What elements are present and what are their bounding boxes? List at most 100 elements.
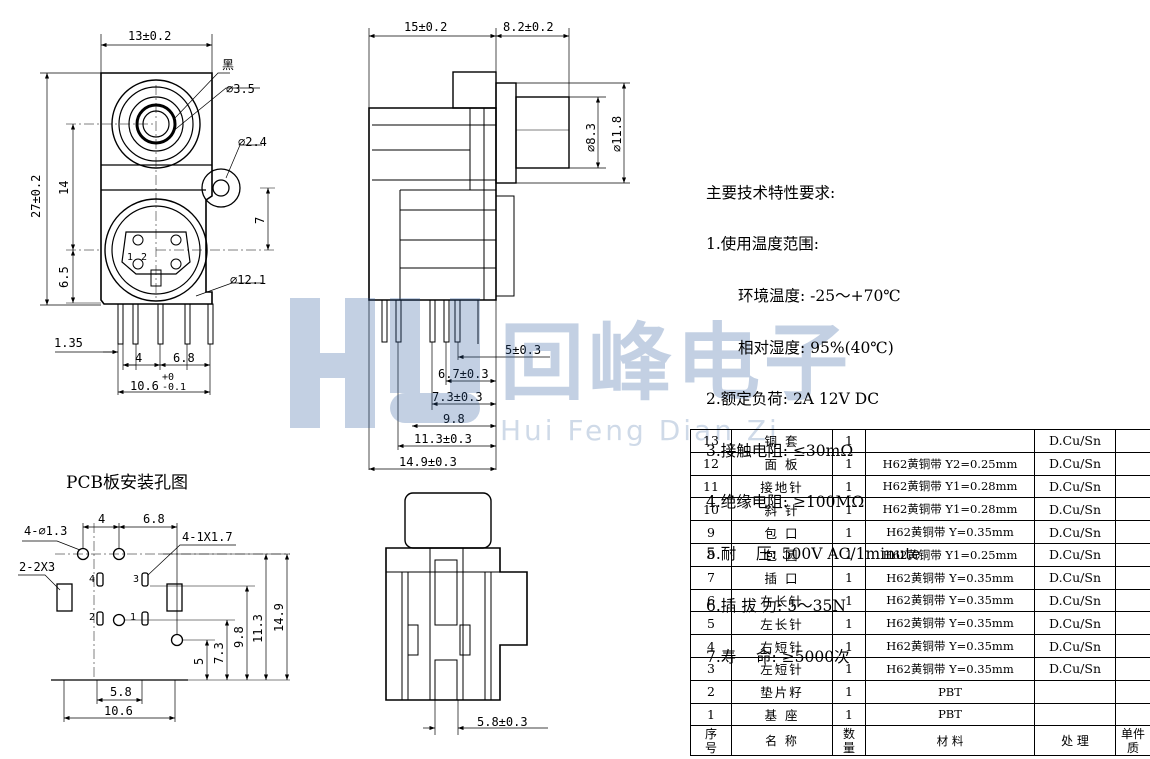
bom-cell-qty: 1 (832, 656, 866, 681)
bom-cell-no: 5 (690, 611, 732, 636)
bom-cell-qty: 1 (832, 565, 866, 590)
bom-cell-material: H62黄铜带 Y=0.35mm (865, 565, 1035, 590)
pcb-slot (96, 572, 104, 587)
bom-header-qty: 数量 (832, 725, 866, 757)
dim-5-8-bottom: 5.8±0.3 (477, 715, 528, 729)
front-view (40, 34, 275, 395)
dim-pcb-4: 4 (98, 512, 105, 526)
spec-line: 1.使用温度范围: (706, 235, 820, 254)
bom-cell-empty (1115, 474, 1150, 499)
pcb-pin-number: 3 (133, 574, 139, 585)
dim-6-5: 6.5 (57, 266, 71, 288)
pcb-view (18, 523, 290, 722)
bom-cell-no: 12 (690, 451, 732, 476)
bom-cell-empty (1115, 679, 1150, 704)
bom-header-name: 名 称 (731, 725, 833, 757)
bom-cell-name: 左长针 (731, 611, 833, 636)
bom-cell-material: PBT (865, 679, 1035, 704)
bom-header-finish: 处 理 (1034, 725, 1116, 757)
bom-cell-no: 13 (690, 429, 732, 453)
dim-pcb-14-9: 14.9 (272, 603, 286, 632)
bom-cell-material: H62黄铜带 Y2=0.25mm (865, 451, 1035, 476)
bom-cell-qty: 1 (832, 451, 866, 476)
pin-number: 1 (127, 252, 133, 263)
pin-number: 2 (141, 252, 147, 263)
bom-cell-finish (1034, 702, 1116, 727)
side-view (368, 28, 630, 472)
bom-cell-no: 7 (690, 565, 732, 590)
dim-pcb-10-6: 10.6 (104, 704, 133, 718)
bom-cell-no: 10 (690, 497, 732, 522)
specs-title: 主要技术特性要求: (706, 183, 836, 202)
pcb-pin-number: 4 (89, 574, 95, 585)
pcb-pad-right (166, 583, 183, 612)
bom-cell-no: 9 (690, 520, 732, 544)
bom-cell-finish: D.Cu/Sn (1034, 611, 1116, 636)
dim-d11-8: ⌀11.8 (610, 116, 624, 152)
bom-cell-name: 垫片籽 (731, 679, 833, 704)
bottom-view-labels: 5.8±0.3 (477, 715, 528, 729)
bom-cell-empty (1115, 429, 1150, 453)
bom-cell-empty (1115, 520, 1150, 544)
bom-cell-empty (1115, 656, 1150, 681)
bom-cell-name: 右长针 (731, 588, 833, 613)
dim-8-2: 8.2±0.2 (503, 20, 554, 34)
bom-cell-finish (1034, 679, 1116, 704)
bom-header-no: 序号 (690, 725, 732, 757)
side-view-labels: 15±0.2 8.2±0.2 ⌀8.3 ⌀11.8 5±0.3 6.7±0.3 … (399, 20, 624, 469)
bom-cell-finish: D.Cu/Sn (1034, 497, 1116, 522)
ground-pin-circle (201, 168, 241, 208)
dim-7: 7 (253, 217, 267, 224)
dim-1-35: 1.35 (54, 336, 83, 350)
dim-2-pads: 2-2X3 (19, 560, 55, 574)
dim-d2-4: ⌀2.4 (238, 135, 267, 149)
dim-pcb-9-8: 9.8 (232, 626, 246, 648)
dim-6-8: 6.8 (173, 351, 195, 365)
bom-cell-finish: D.Cu/Sn (1034, 429, 1116, 453)
bom-cell-name: 斜 针 (731, 497, 833, 522)
dim-10-6: 10.6 (130, 379, 159, 393)
bom-cell-no: 3 (690, 656, 732, 681)
bom-cell-material: H62黄铜带 Y=0.35mm (865, 588, 1035, 613)
pcb-hole (170, 633, 184, 647)
bom-cell-material: H62黄铜带 Y=0.35mm (865, 611, 1035, 636)
bom-cell-qty: 1 (832, 429, 866, 453)
bom-cell-empty (1115, 611, 1150, 636)
bom-cell-finish: D.Cu/Sn (1034, 542, 1116, 567)
pcb-pin-number: 2 (89, 612, 95, 623)
bom-cell-material: PBT (865, 702, 1035, 727)
spec-line: 2.额定负荷: 2A 12V DC (706, 390, 880, 409)
bom-cell-name: 基 座 (731, 702, 833, 727)
bottom-barrel (404, 492, 492, 549)
bom-cell-qty: 1 (832, 542, 866, 567)
bom-cell-material: H62黄铜带 Y1=0.28mm (865, 497, 1035, 522)
bom-header-unit: 单件质 (1115, 725, 1150, 757)
dim-9-8: 9.8 (443, 412, 465, 426)
bom-cell-empty (1115, 542, 1150, 567)
dim-pcb-6-8: 6.8 (143, 512, 165, 526)
bom-cell-empty (1115, 497, 1150, 522)
bom-cell-qty: 1 (832, 679, 866, 704)
bom-cell-empty (1115, 634, 1150, 658)
bom-cell-material: H62黄铜带 Y1=0.25mm (865, 542, 1035, 567)
dim-pcb-11-3: 11.3 (251, 614, 265, 643)
dim-5: 5±0.3 (505, 343, 541, 357)
pcb-pad-left (56, 583, 73, 612)
bom-cell-empty (1115, 451, 1150, 476)
bom-cell-name: 铜 套 (731, 429, 833, 453)
bom-cell-empty (1115, 588, 1150, 613)
dim-pcb-7-3: 7.3 (212, 642, 226, 664)
label-black: 黑 (222, 58, 234, 72)
bom-cell-finish: D.Cu/Sn (1034, 451, 1116, 476)
spec-line: 相对湿度: 95%(40℃) (738, 338, 894, 357)
bom-cell-qty: 1 (832, 702, 866, 727)
bom-cell-qty: 1 (832, 634, 866, 658)
dim-11-3: 11.3±0.3 (414, 432, 472, 446)
